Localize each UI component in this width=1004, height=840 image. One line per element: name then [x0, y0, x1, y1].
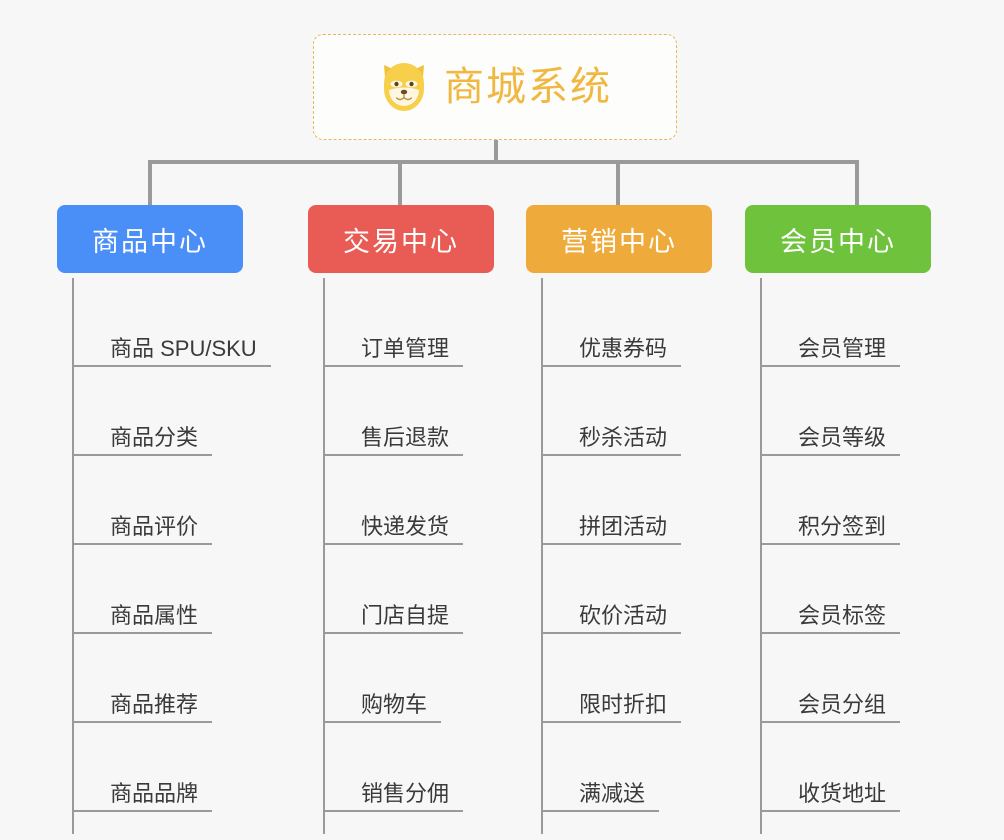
leaf-item-underline — [323, 810, 463, 812]
leaf-item[interactable]: 秒杀活动 — [541, 367, 681, 456]
leaf-item-underline — [760, 632, 900, 634]
leaf-item[interactable]: 商品 SPU/SKU — [72, 278, 271, 367]
leaf-item-underline — [72, 632, 212, 634]
leaf-item[interactable]: 满减送 — [541, 723, 659, 812]
leaf-item[interactable]: 订单管理 — [323, 278, 463, 367]
leaf-item-underline — [541, 365, 681, 367]
leaf-item[interactable]: 拼团活动 — [541, 456, 681, 545]
leaf-item-underline — [72, 365, 271, 367]
leaf-item[interactable]: 限时折扣 — [541, 634, 681, 723]
leaf-item[interactable]: 会员分组 — [760, 634, 900, 723]
branch-label-3: 营销中心 — [561, 226, 677, 257]
leaf-item[interactable]: 会员等级 — [760, 367, 900, 456]
leaf-item-underline — [323, 454, 463, 456]
leaf-item[interactable]: 优惠券码 — [541, 278, 681, 367]
leaf-item-underline — [541, 810, 659, 812]
leaf-item-label: 门店自提 — [361, 602, 450, 628]
leaf-item-label: 会员分组 — [798, 691, 887, 717]
leaf-item-underline — [323, 721, 441, 723]
leaf-item-label: 商品分类 — [110, 424, 199, 450]
leaf-item-underline — [323, 632, 463, 634]
root-node[interactable]: 商城系统 — [313, 34, 677, 140]
leaf-item-underline — [323, 365, 463, 367]
leaf-item-underline — [760, 721, 900, 723]
leaf-item[interactable]: 积分签到 — [760, 456, 900, 545]
connector-drop-1 — [148, 160, 152, 205]
leaf-item-label: 会员标签 — [798, 602, 887, 628]
branch-rail-3 — [541, 278, 543, 834]
leaf-item-underline — [541, 454, 681, 456]
branch-label-1: 商品中心 — [92, 226, 208, 257]
leaf-item[interactable]: 购物车 — [323, 634, 441, 723]
branch-rail-4 — [760, 278, 762, 834]
leaf-item-label: 秒杀活动 — [579, 424, 668, 450]
connector-drop-4 — [855, 160, 859, 205]
leaf-item[interactable]: 售后退款 — [323, 367, 463, 456]
leaf-item-underline — [760, 365, 900, 367]
leaf-item[interactable]: 收货地址 — [760, 723, 900, 812]
leaf-item-label: 快递发货 — [361, 513, 450, 539]
leaf-item-underline — [541, 721, 681, 723]
leaf-item-underline — [72, 721, 212, 723]
leaf-item-underline — [323, 543, 463, 545]
leaf-item-underline — [72, 810, 212, 812]
leaf-item-label: 订单管理 — [361, 335, 450, 361]
leaf-item-label: 会员管理 — [798, 335, 887, 361]
branch-box-4[interactable]: 会员中心 — [745, 205, 931, 273]
branch-label-4: 会员中心 — [780, 226, 896, 257]
leaf-item-underline — [72, 454, 212, 456]
leaf-item[interactable]: 会员管理 — [760, 278, 900, 367]
leaf-item[interactable]: 商品品牌 — [72, 723, 212, 812]
leaf-item-label: 售后退款 — [361, 424, 450, 450]
leaf-item[interactable]: 快递发货 — [323, 456, 463, 545]
leaf-item[interactable]: 会员标签 — [760, 545, 900, 634]
branch-box-2[interactable]: 交易中心 — [308, 205, 494, 273]
leaf-item-label: 商品推荐 — [110, 691, 199, 717]
leaf-item-underline — [760, 810, 900, 812]
leaf-item-underline — [760, 454, 900, 456]
branch-box-1[interactable]: 商品中心 — [57, 205, 243, 273]
leaf-item-label: 砍价活动 — [579, 602, 668, 628]
leaf-item[interactable]: 销售分佣 — [323, 723, 463, 812]
leaf-item-label: 满减送 — [579, 780, 646, 806]
connector-horizontal-bus — [148, 160, 859, 164]
leaf-item-underline — [72, 543, 212, 545]
leaf-item-underline — [760, 543, 900, 545]
leaf-item[interactable]: 商品分类 — [72, 367, 212, 456]
leaf-item-underline — [541, 543, 681, 545]
leaf-item-label: 商品品牌 — [110, 780, 199, 806]
leaf-item-label: 销售分佣 — [361, 780, 450, 806]
connector-drop-2 — [398, 160, 402, 205]
leaf-item[interactable]: 门店自提 — [323, 545, 463, 634]
leaf-item-label: 限时折扣 — [579, 691, 668, 717]
leaf-item-label: 购物车 — [361, 691, 428, 717]
leaf-item-label: 积分签到 — [798, 513, 887, 539]
branch-label-2: 交易中心 — [343, 226, 459, 257]
dog-face-icon — [378, 61, 430, 113]
leaf-item-underline — [541, 632, 681, 634]
leaf-item[interactable]: 商品属性 — [72, 545, 212, 634]
leaf-item-label: 会员等级 — [798, 424, 887, 450]
leaf-item-label: 商品评价 — [110, 513, 199, 539]
connector-root-stem — [494, 140, 498, 162]
branch-rail-2 — [323, 278, 325, 834]
leaf-item-label: 拼团活动 — [579, 513, 668, 539]
leaf-item[interactable]: 商品评价 — [72, 456, 212, 545]
branch-box-3[interactable]: 营销中心 — [526, 205, 712, 273]
leaf-item-label: 商品 SPU/SKU — [110, 335, 257, 361]
root-title: 商城系统 — [444, 65, 612, 109]
leaf-item-label: 收货地址 — [798, 780, 887, 806]
leaf-item-label: 优惠券码 — [579, 335, 668, 361]
leaf-item[interactable]: 商品推荐 — [72, 634, 212, 723]
connector-drop-3 — [616, 160, 620, 205]
branch-rail-1 — [72, 278, 74, 834]
leaf-item-label: 商品属性 — [110, 602, 199, 628]
leaf-item[interactable]: 砍价活动 — [541, 545, 681, 634]
